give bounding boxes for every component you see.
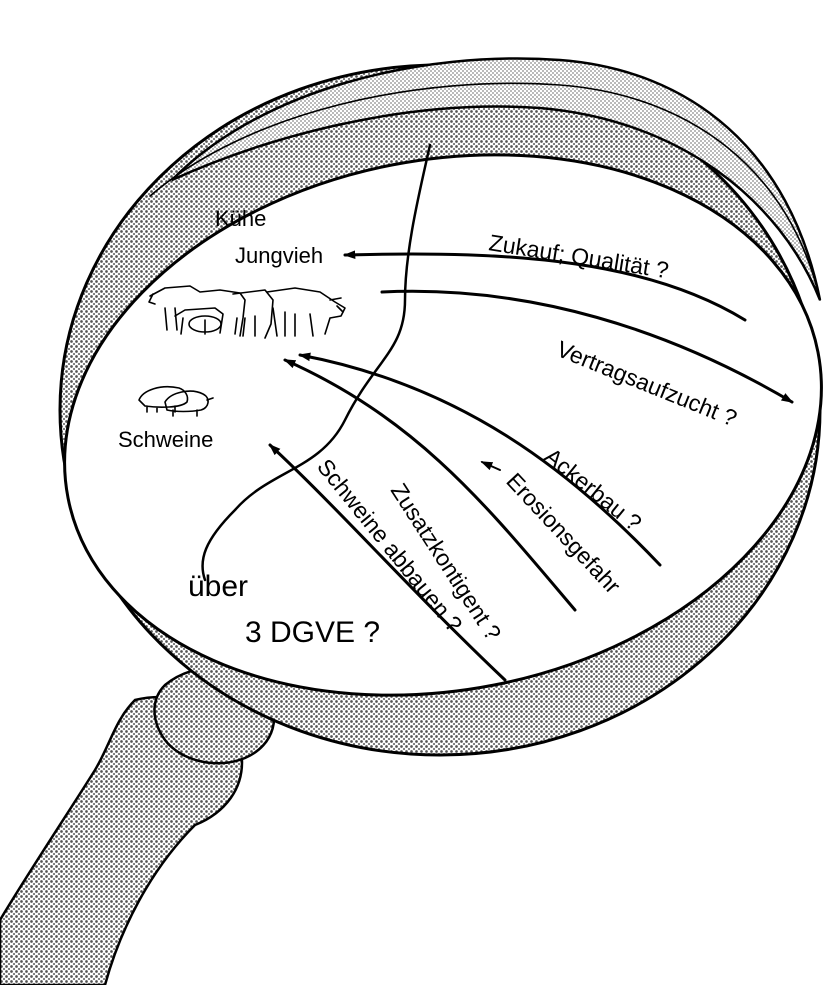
label-schweine: Schweine xyxy=(118,427,213,452)
label-jungvieh: Jungvieh xyxy=(235,243,323,268)
label-ueber: über xyxy=(188,570,248,603)
magnifier-handle xyxy=(0,668,274,985)
label-kuehe: Kühe xyxy=(215,206,266,231)
label-dgve: 3 DGVE ? xyxy=(245,616,380,649)
